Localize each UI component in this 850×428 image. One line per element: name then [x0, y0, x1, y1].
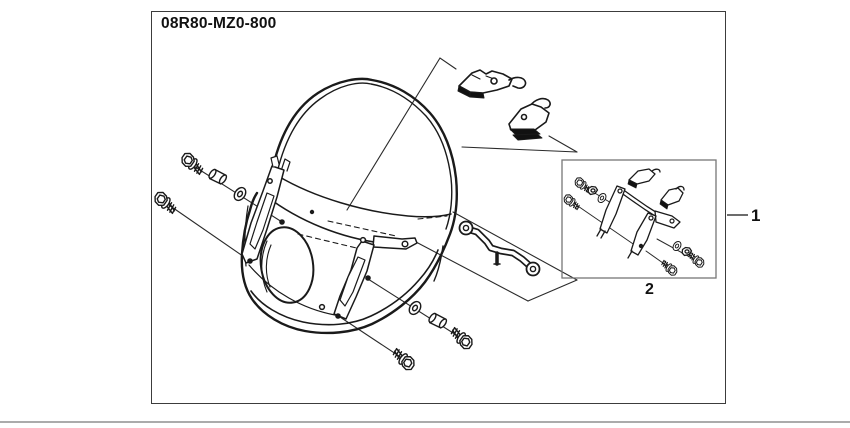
callout-1-label[interactable]: 1 [751, 206, 761, 225]
fasteners-left [151, 150, 249, 216]
garnish-clip-upper [457, 69, 527, 99]
windscreen [240, 77, 458, 335]
garnish-clip-lower [508, 97, 551, 141]
callout-2-label[interactable]: 2 [645, 281, 654, 298]
left-stay [241, 155, 291, 264]
fasteners-bottom [388, 298, 476, 373]
diagram-frame [151, 11, 726, 404]
bottom-divider [0, 421, 850, 423]
stay-bar [458, 220, 541, 277]
leader-lines [165, 57, 578, 361]
inset-box [561, 159, 717, 279]
stay-set-inset [561, 168, 707, 278]
right-stay [318, 235, 418, 320]
part-number-title: 08R80-MZ0-800 [161, 15, 277, 32]
